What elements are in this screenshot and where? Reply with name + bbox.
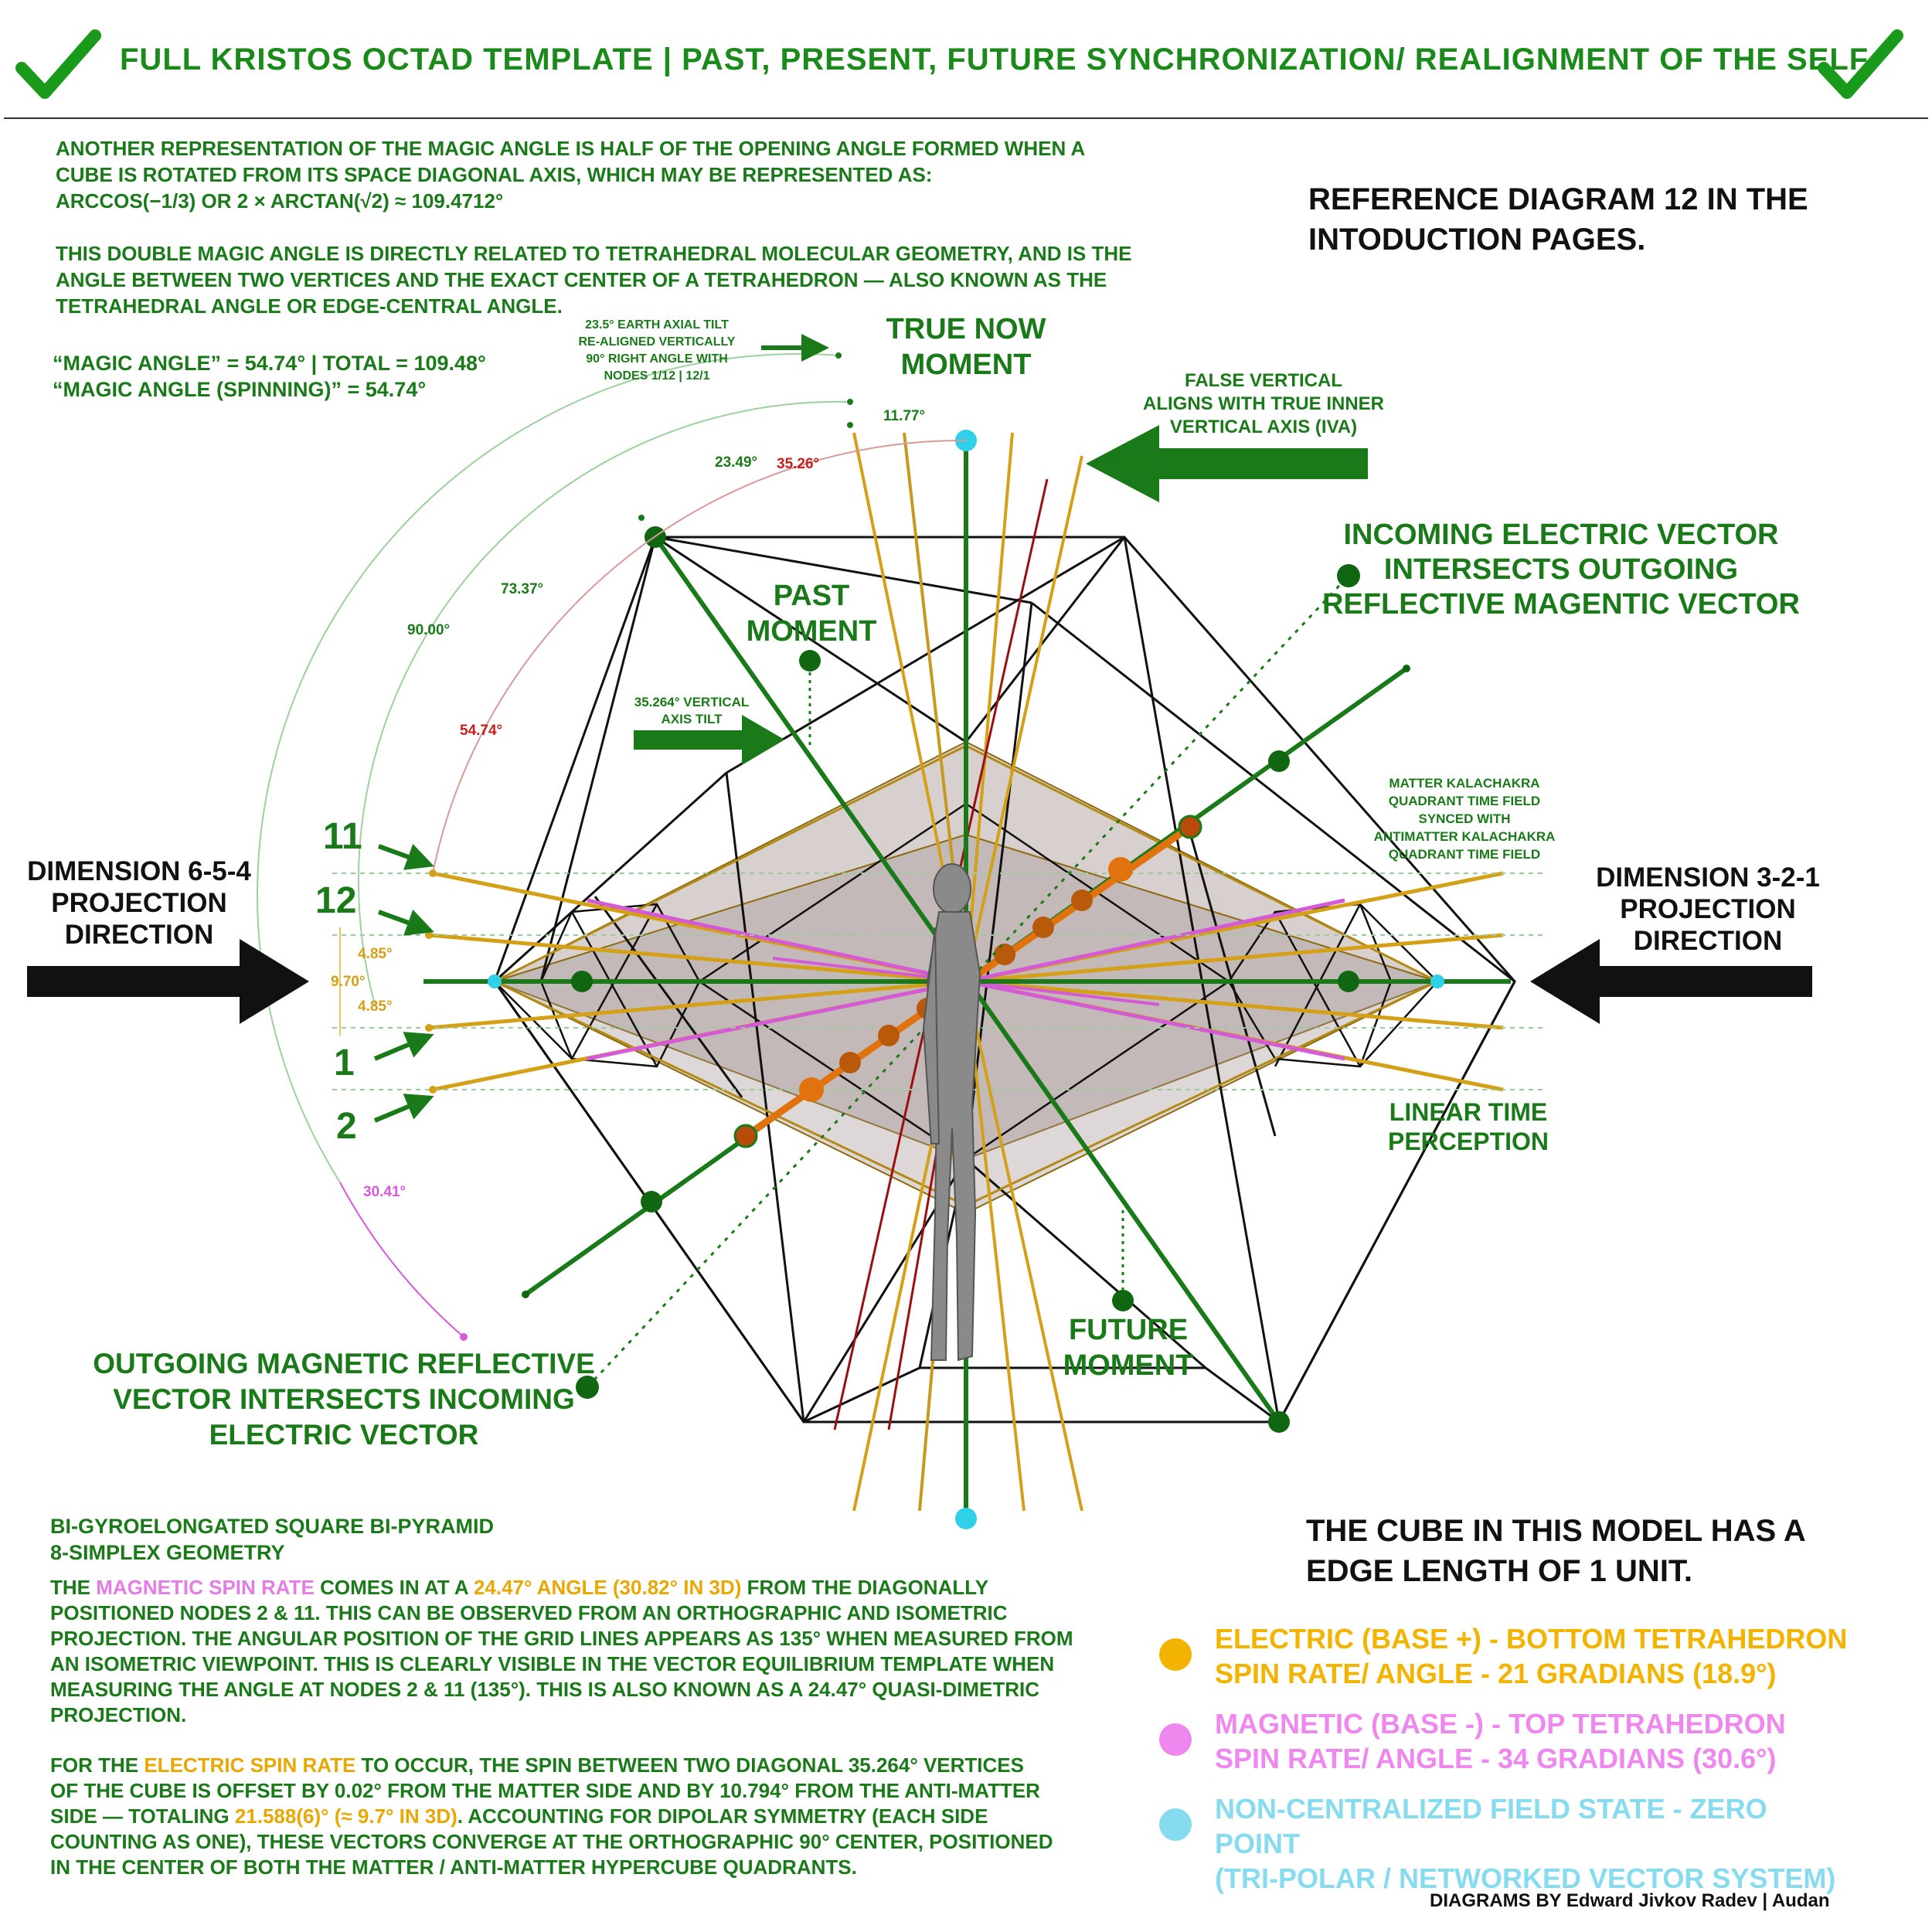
- angle-5474: 54.74°: [460, 723, 503, 739]
- dimension-654-label: DIMENSION 6-5-4 PROJECTION DIRECTION: [27, 856, 251, 950]
- past-moment-label: PAST MOMENT: [746, 580, 877, 648]
- magnetic-spin-paragraph: THE MAGNETIC SPIN RATE COMES IN AT A 24.…: [50, 1576, 1073, 1726]
- node-red-2: [1178, 815, 1202, 839]
- true-now-label: TRUE NOW MOMENT: [886, 313, 1046, 381]
- node-label-12: 12: [315, 880, 357, 921]
- outgoing-vector-label: OUTGOING MAGNETIC REFLECTIVE VECTOR INTE…: [93, 1348, 595, 1451]
- legend-dot-magnetic: [1159, 1723, 1192, 1756]
- dimension-654-arrow: [27, 939, 309, 1024]
- node-red-1: [733, 1124, 758, 1148]
- geometry-title: BI-GYROELONGATED SQUARE BI-PYRAMID 8-SIM…: [50, 1515, 495, 1564]
- incoming-vector-label: INCOMING ELECTRIC VECTOR INTERSECTS OUTG…: [1322, 519, 1800, 621]
- magic-angle-text: “MAGIC ANGLE” = 54.74° | TOTAL = 109.48°…: [53, 352, 486, 401]
- legend-dot-zero-point: [1159, 1808, 1192, 1841]
- vertical-tilt-label: 35.264° VERTICAL AXIS TILT: [634, 695, 750, 726]
- node-orange-1: [799, 1077, 824, 1102]
- angle-2349: 23.49°: [715, 454, 758, 471]
- dimension-321-label: DIMENSION 3-2-1 PROJECTION DIRECTION: [1596, 862, 1820, 956]
- angle-7337: 73.37°: [501, 581, 544, 597]
- angle-485-top: 4.85°: [358, 946, 393, 962]
- angle-485-bottom: 4.85°: [358, 998, 393, 1015]
- node-arrows: [373, 334, 829, 1123]
- node-orange-2: [1108, 857, 1133, 882]
- node-label-1: 1: [334, 1043, 355, 1083]
- node-label-11: 11: [323, 816, 362, 857]
- angle-arcs: [257, 353, 967, 1338]
- legend-dot-electric: [1159, 1638, 1192, 1671]
- angle-9000: 90.00°: [407, 622, 451, 638]
- electric-spin-paragraph: FOR THE ELECTRIC SPIN RATE TO OCCUR, THE…: [50, 1753, 1053, 1879]
- angle-3041: 30.41°: [363, 1184, 406, 1200]
- intro-text: ANOTHER REPRESENTATION OF THE MAGIC ANGL…: [56, 137, 1132, 318]
- page-title: FULL KRISTOS OCTAD TEMPLATE | PAST, PRES…: [120, 43, 1869, 77]
- vertical-tilt-arrow: [634, 715, 784, 765]
- reference-note: REFERENCE DIAGRAM 12 IN THE INTODUCTION …: [1308, 182, 1808, 257]
- cube-edge-note: THE CUBE IN THIS MODEL HAS A EDGE LENGTH…: [1306, 1514, 1806, 1588]
- angle-970: 9.70°: [331, 974, 366, 990]
- dimension-321-arrow: [1530, 939, 1812, 1024]
- false-vertical-arrow: [1086, 425, 1368, 502]
- legend-item-magnetic: MAGNETIC (BASE -) - TOP TETRAHEDRON SPIN…: [1159, 1706, 1855, 1791]
- legend-item-zero-point: NON-CENTRALIZED FIELD STATE - ZERO POINT…: [1159, 1791, 1855, 1894]
- header-divider: [4, 117, 1928, 119]
- legend: ELECTRIC (BASE +) - BOTTOM TETRAHEDRON S…: [1159, 1621, 1855, 1894]
- credit-line: DIAGRAMS BY Edward Jivkov Radev | Audan: [1430, 1890, 1830, 1911]
- check-icon-right: [1818, 29, 1903, 99]
- check-icon-left: [15, 29, 101, 99]
- node-label-2: 2: [336, 1106, 357, 1147]
- angle-1177: 11.77°: [883, 408, 926, 424]
- linear-time-label: LINEAR TIME PERCEPTION: [1387, 1098, 1549, 1155]
- arc-tick-nodes: [425, 352, 853, 1341]
- false-vertical-label: FALSE VERTICAL ALIGNS WITH TRUE INNER VE…: [1143, 370, 1384, 437]
- horizontal-spin-rays: [428, 871, 1504, 1092]
- legend-item-electric: ELECTRIC (BASE +) - BOTTOM TETRAHEDRON S…: [1159, 1621, 1855, 1706]
- future-moment-label: FUTURE MOMENT: [1063, 1314, 1194, 1382]
- kalachakra-label: MATTER KALACHAKRA QUADRANT TIME FIELD SY…: [1373, 776, 1556, 862]
- human-figure: [922, 863, 981, 1362]
- earth-tilt-label: 23.5° EARTH AXIAL TILT RE-ALIGNED VERTIC…: [578, 318, 736, 383]
- angle-3526: 35.26°: [777, 456, 820, 472]
